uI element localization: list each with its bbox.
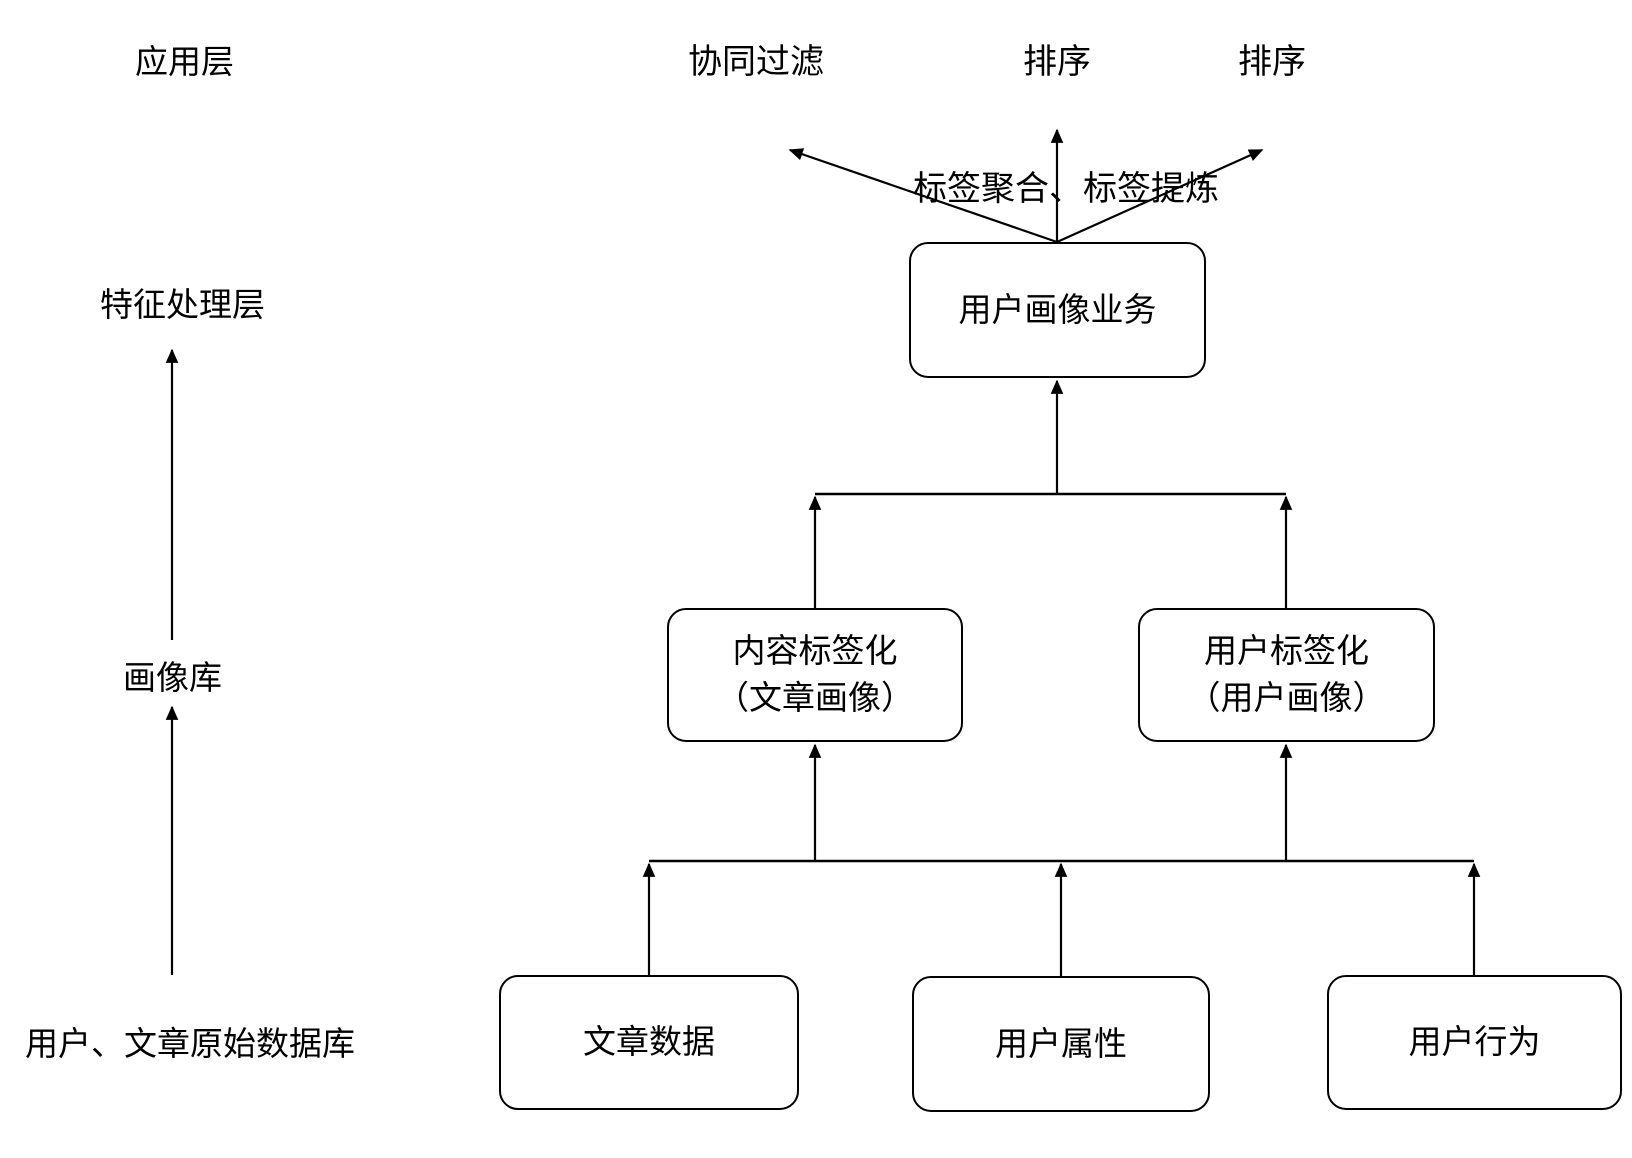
node-content-tagging: 内容标签化 （文章画像） xyxy=(667,608,963,742)
node-label-line2: （文章画像） xyxy=(716,679,914,716)
arrow-service-to-ranking-right xyxy=(1056,148,1264,244)
node-label-line2: （用户画像） xyxy=(1187,679,1386,716)
layer-label-raw-database: 用户、文章原始数据库 xyxy=(25,1025,355,1062)
output-label-ranking-right: 排序 xyxy=(1238,43,1306,81)
node-label: 用户行为 xyxy=(1408,1023,1541,1061)
node-user-profile-service: 用户画像业务 xyxy=(909,242,1206,378)
arrow-service-to-collaborative-filtering xyxy=(788,148,1058,244)
layer-label-feature-processing: 特征处理层 xyxy=(100,286,265,323)
node-user-tagging: 用户标签化 （用户画像） xyxy=(1138,608,1435,742)
node-label: 文章数据 xyxy=(583,1023,715,1061)
node-article-data: 文章数据 xyxy=(499,975,799,1110)
node-user-behavior: 用户行为 xyxy=(1327,975,1622,1110)
layer-label-profile-store: 画像库 xyxy=(123,659,222,696)
output-label-ranking-left: 排序 xyxy=(1023,43,1091,81)
node-label-line1: 内容标签化 xyxy=(732,632,898,670)
node-user-attributes: 用户属性 xyxy=(912,976,1210,1112)
node-label: 用户属性 xyxy=(995,1024,1127,1062)
node-label: 用户画像业务 xyxy=(958,290,1157,328)
layer-label-application: 应用层 xyxy=(135,43,234,80)
output-label-collaborative-filtering: 协同过滤 xyxy=(688,43,824,81)
node-label-line1: 用户标签化 xyxy=(1204,632,1369,670)
annotation-tag-processing: 标签聚合、标签提炼 xyxy=(913,170,1219,208)
